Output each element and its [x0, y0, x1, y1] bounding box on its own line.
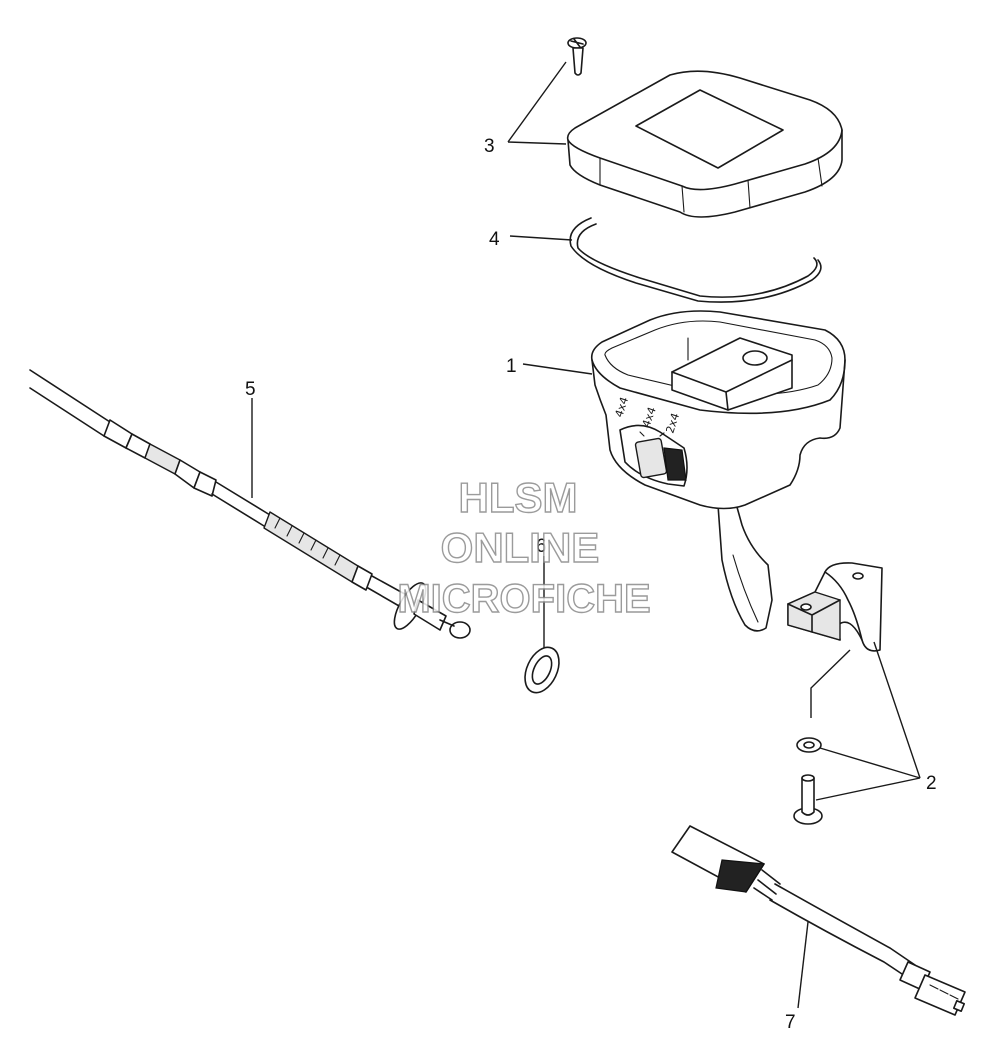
- callout-2: 2: [926, 773, 937, 794]
- leader-3: [507, 61, 567, 145]
- watermark-line-2: ONLINE: [441, 524, 600, 571]
- mode-label-4x4-lock: 4x4: [612, 395, 631, 419]
- callout-1: 1: [506, 356, 517, 377]
- leader-4: [509, 235, 573, 241]
- callout-labels: 3 4 1 5 6 2 7: [245, 136, 937, 1033]
- callout-7: 7: [785, 1012, 796, 1033]
- wire-harness: [671, 825, 966, 1016]
- leader-1: [522, 363, 593, 375]
- leader-lines: [251, 61, 921, 1009]
- watermark-line-1: HLSM: [459, 474, 578, 521]
- switch-housing: [590, 310, 846, 632]
- o-ring: [524, 646, 560, 694]
- mode-separator-marks: [639, 431, 665, 437]
- callout-3: 3: [484, 136, 495, 157]
- mode-label-2x4: 2x4: [663, 411, 682, 435]
- switch-housing-cover: [566, 70, 843, 218]
- control-cable: [29, 369, 471, 639]
- leader-7: [797, 921, 809, 1009]
- watermark-line-3: MICROFICHE: [397, 577, 650, 621]
- clamp-screw: [793, 774, 823, 825]
- callout-6: 6: [536, 536, 547, 557]
- handlebar-clamp: [787, 562, 883, 652]
- leader-2: [810, 641, 921, 801]
- callout-5: 5: [245, 379, 256, 400]
- clamp-lock-washer: [796, 737, 822, 753]
- watermark: HLSM ONLINE MICROFICHE: [397, 473, 652, 621]
- callout-4: 4: [489, 229, 500, 250]
- gasket: [569, 217, 822, 303]
- cover-screw: [567, 37, 587, 76]
